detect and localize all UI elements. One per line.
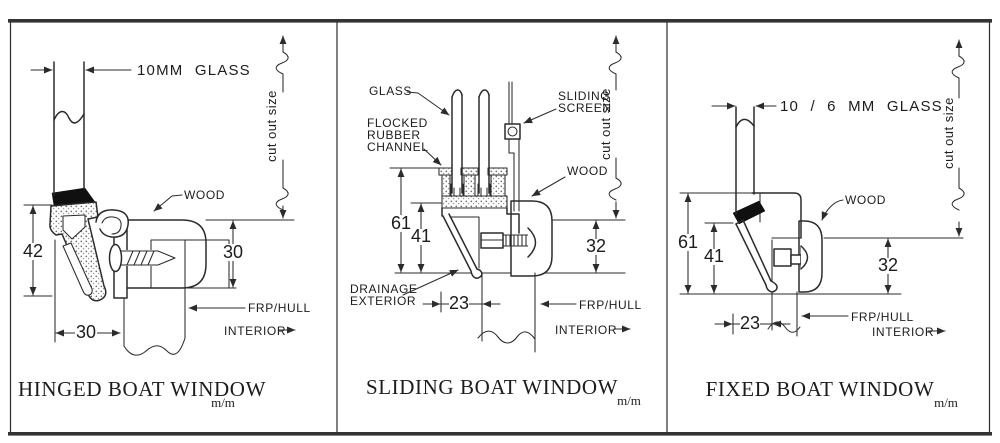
panel-fixed-boat-window: 10 / 6 MM GLASS 61 41 32 23 WOOD: [678, 39, 965, 410]
wood-callout: WOOD: [531, 164, 608, 197]
panel-units-fixed: m/m: [934, 395, 958, 410]
cut-out-size-label: cut out size: [941, 97, 956, 169]
dimension-32: 32: [878, 238, 898, 294]
dimension-32: 32: [586, 220, 606, 273]
panel-title-hinged: HINGED BOAT WINDOW: [18, 377, 266, 401]
panel-title-sliding: SLIDING BOAT WINDOW: [366, 375, 618, 399]
hull-panel: [477, 272, 536, 353]
hull-label: FRP/HULL: [248, 301, 311, 315]
interior-label: INTERIOR: [224, 324, 286, 338]
panel-units-sliding: m/m: [617, 393, 641, 408]
cut-out-size-dimension: cut out size: [941, 39, 965, 237]
dimension-23: 23: [714, 313, 791, 333]
screen-label-line2: SCREEN: [558, 101, 612, 115]
panel-title-fixed: FIXED BOAT WINDOW: [706, 377, 935, 401]
wood-callout: WOOD: [153, 188, 225, 212]
dimension-30-depth-value: 30: [223, 242, 243, 262]
wood-callout: WOOD: [821, 193, 886, 221]
rubber-extrusion: [49, 201, 107, 302]
dimension-41-value: 41: [411, 226, 431, 246]
drainage-label-line2: EXTERIOR: [350, 294, 416, 308]
dimension-30-width-value: 30: [76, 322, 96, 342]
dimension-61-value: 61: [678, 232, 698, 252]
panel-units-hinged: m/m: [211, 395, 235, 410]
cut-out-size-dimension: cut out size: [598, 35, 622, 219]
screen-label-line1: SLIDING: [558, 89, 610, 103]
glass-label: GLASS: [369, 84, 412, 98]
sheet-border: [8, 19, 992, 436]
dimension-30-width: 30: [55, 322, 121, 342]
dimension-23: 23: [422, 293, 501, 313]
cut-out-size-label: cut out size: [598, 88, 613, 160]
hull-callout: FRP/HULL: [188, 301, 311, 315]
interior-callout: INTERIOR: [872, 325, 946, 339]
dimension-61: 61: [391, 168, 411, 273]
cut-out-size-label: cut out size: [264, 90, 279, 162]
hull-callout: FRP/HULL: [801, 310, 914, 324]
wood-label: WOOD: [184, 188, 225, 202]
drainage-callout: DRAINAGE EXTERIOR: [350, 269, 459, 308]
sliding-screen-callout: SLIDING SCREEN: [523, 89, 612, 124]
frame-profile: [441, 207, 520, 279]
dimension-32-value: 32: [878, 255, 898, 275]
gasket-wedge: [735, 219, 778, 293]
sliding-screen-track: [504, 81, 521, 212]
fastening-bolt: [480, 227, 537, 258]
flocked-label-line3: CHANNEL: [367, 140, 429, 154]
bottom-border-line: [8, 432, 992, 436]
flocked-rubber-channel-callout: FLOCKED RUBBER CHANNEL: [367, 116, 442, 166]
hull-label: FRP/HULL: [579, 298, 642, 312]
dimension-42-value: 42: [23, 241, 43, 261]
panel-sliding-boat-window: 61 41 32 23 GLASS FLOCKED RUBBER CHANNEL: [350, 35, 642, 408]
glass-panes: [451, 89, 490, 194]
hull-callout: FRP/HULL: [540, 298, 642, 312]
wood-label: WOOD: [567, 164, 608, 178]
wood-block: [798, 220, 823, 293]
interior-callout: INTERIOR: [224, 324, 296, 338]
dimension-23-value: 23: [449, 293, 469, 313]
glass-callout: GLASS: [369, 84, 450, 116]
glazing-seal: [732, 200, 766, 225]
cut-out-size-dimension: cut out size: [264, 35, 289, 219]
flocked-label-line1: FLOCKED: [367, 116, 428, 130]
glass-thickness-callout: 10MM GLASS: [30, 62, 251, 79]
panel-hinged-boat-window: 10MM GLASS 42 30 30 WOOD FRP/HULL INTERI…: [18, 35, 311, 410]
dimension-41: 41: [704, 223, 724, 294]
interior-label: INTERIOR: [872, 325, 934, 339]
dimension-41-value: 41: [704, 246, 724, 266]
drainage-label-line1: DRAINAGE: [350, 282, 417, 296]
reference-lines: [389, 167, 626, 313]
glass-label: 10MM GLASS: [137, 62, 251, 79]
wood-label: WOOD: [845, 193, 886, 207]
clamp-bolt: [773, 245, 809, 270]
dimension-42: 42: [23, 205, 43, 296]
dimension-32-value: 32: [586, 236, 606, 256]
glass-pane: [53, 61, 85, 196]
dimension-23-value: 23: [740, 313, 760, 333]
glass-thickness-callout: 10 / 6 MM GLASS: [711, 98, 943, 115]
mounting-screw: [108, 243, 176, 273]
top-border-line: [8, 19, 992, 23]
dimension-30-depth: 30: [223, 220, 243, 288]
drainage-lip: [470, 268, 483, 279]
hull-label: FRP/HULL: [851, 310, 914, 324]
flocked-rubber-channel: [438, 167, 508, 209]
interior-label: INTERIOR: [555, 323, 617, 337]
dimension-61-value: 61: [391, 213, 411, 233]
glass-pane: [735, 106, 755, 215]
interior-callout: INTERIOR: [555, 323, 631, 337]
dimension-61: 61: [678, 193, 698, 294]
dimension-41: 41: [411, 203, 431, 273]
flocked-label-line2: RUBBER: [367, 128, 421, 142]
glass-label: 10 / 6 MM GLASS: [780, 98, 943, 115]
hinge-knuckle: [95, 209, 129, 238]
